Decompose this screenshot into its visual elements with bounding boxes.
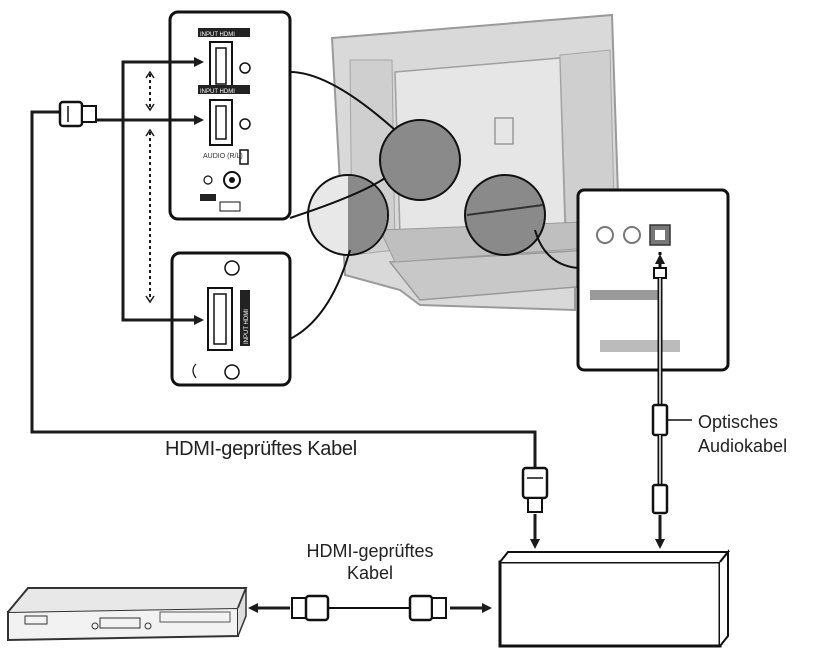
hdmi-cable-route xyxy=(30,57,537,468)
optical-label-line1: Optisches xyxy=(698,412,779,432)
hdmi-cable-short xyxy=(248,594,492,622)
hdmi-plug-icon xyxy=(58,100,97,128)
hdmi-short-label-line1: HDMI-geprüftes xyxy=(306,541,434,561)
optical-label-line2: Audiokabel xyxy=(698,436,788,456)
panel-label-audio: AUDIO (R/L) xyxy=(203,153,243,160)
hdmi-cable-label: HDMI-geprüftes Kabel xyxy=(165,438,357,460)
hdmi-short-label-line2: Kabel xyxy=(346,563,394,583)
panel-label-hdmi-1: INPUT HDMI xyxy=(200,32,235,38)
hdmi-plug-icon xyxy=(521,466,549,513)
hdmi-panel-top: INPUT HDMI INPUT HDMI AUDIO (R/L) xyxy=(168,10,292,221)
optical-cable xyxy=(651,252,692,515)
panel-label-hdmi-side: INPUT HDMI xyxy=(244,309,250,344)
zoom-circle-top xyxy=(379,119,461,201)
av-receiver xyxy=(498,549,731,648)
optical-panel xyxy=(576,188,730,372)
tv-back xyxy=(330,13,622,312)
optical-cable-label: Optisches Audiokabel xyxy=(698,410,787,458)
hdmi-panel-side: INPUT HDMI xyxy=(170,251,292,387)
zoom-circle-right xyxy=(464,174,546,256)
hdmi-cable-short-label: HDMI-geprüftes Kabel xyxy=(270,540,470,584)
disc-player xyxy=(7,587,248,642)
panel-label-hdmi-2: INPUT HDMI xyxy=(200,89,235,95)
